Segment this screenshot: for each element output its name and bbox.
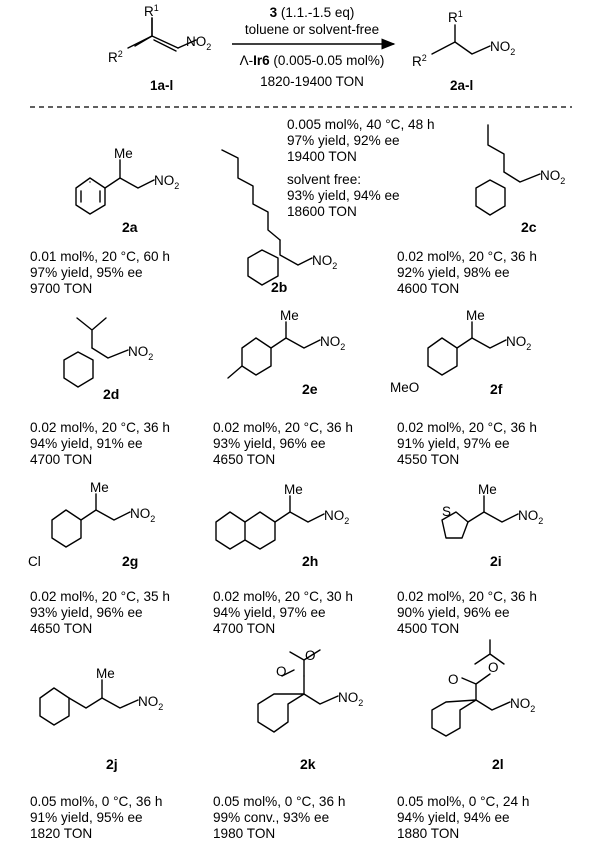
no2-label: NO2	[506, 334, 531, 352]
me-label: Me	[114, 146, 133, 161]
structure-2h: Me NO2	[215, 482, 349, 550]
no2-label: NO2	[518, 508, 543, 526]
substrate-structure: R1 R2 NO2 1a-l	[108, 3, 211, 93]
cl-label: Cl	[28, 554, 41, 569]
compound-label-2g: 2g	[122, 553, 139, 569]
structure-2b: NO2	[221, 149, 337, 286]
no2-label: NO2	[510, 696, 535, 714]
compound-label-2j: 2j	[106, 756, 118, 772]
structure-2d: NO2	[63, 317, 153, 388]
structure-2g: Me NO2 Cl	[28, 480, 155, 569]
no2-label: NO2	[540, 168, 565, 186]
no2-label: NO2	[320, 334, 345, 352]
no2-label: NO2	[128, 344, 153, 362]
structure-2j: Me NO2	[39, 666, 163, 726]
no2-label: NO2	[130, 506, 155, 524]
compound-label-2b: 2b	[271, 279, 288, 295]
compound-label-2a: 2a	[122, 219, 138, 235]
structure-2c: NO2	[475, 124, 565, 216]
reaction-conditions: 3 (1.1.-1.5 eq) toluene or solvent-free …	[232, 5, 396, 89]
structure-2f: Me NO2 MeO	[390, 308, 531, 395]
compound-label-2h: 2h	[302, 553, 319, 569]
me-label: Me	[466, 308, 485, 323]
product-label: 2a-l	[450, 78, 473, 93]
solvent-condition: toluene or solvent-free	[245, 22, 379, 37]
compound-label-2d: 2d	[103, 386, 120, 402]
no2-label: NO2	[324, 508, 349, 526]
catalyst-condition: Λ-Ir6 (0.005-0.05 mol%)	[240, 53, 385, 68]
structure-2a: Me NO2	[75, 146, 179, 215]
o-label: O	[488, 660, 499, 675]
s-label: S	[442, 504, 451, 519]
substrate-no2-label: NO2	[186, 34, 211, 52]
product-structure: R1 R2 NO2 2a-l	[412, 9, 515, 93]
ton-condition: 1820-19400 TON	[260, 74, 364, 89]
me-label: Me	[280, 308, 299, 323]
structure-2i: S Me NO2	[441, 482, 543, 539]
me-label: Me	[96, 666, 115, 681]
me-label: Me	[478, 482, 497, 497]
meo-label: MeO	[390, 380, 419, 395]
structure-2k: O O NO2	[257, 648, 363, 733]
compound-label-2k: 2k	[300, 756, 316, 772]
o-label: O	[305, 648, 316, 663]
substrate-r1-label: R1	[144, 3, 159, 19]
compound-label-2c: 2c	[521, 219, 537, 235]
no2-label: NO2	[312, 253, 337, 271]
o-label: O	[276, 664, 287, 679]
reagent-condition: 3 (1.1.-1.5 eq)	[270, 5, 355, 20]
compound-label-2l: 2l	[492, 756, 504, 772]
compound-label-2i: 2i	[490, 553, 502, 569]
substrate-label: 1a-l	[150, 78, 173, 93]
compound-label-2e: 2e	[302, 381, 318, 397]
substrate-r2-label: R2	[108, 49, 123, 65]
o-label: O	[448, 672, 459, 687]
product-no2-label: NO2	[490, 39, 515, 57]
compound-label-2f: 2f	[490, 381, 503, 397]
structure-2l: O O NO2	[431, 639, 535, 737]
me-label: Me	[284, 482, 303, 497]
product-r2-label: R2	[412, 53, 427, 69]
me-label: Me	[90, 480, 109, 495]
product-r1-label: R1	[448, 9, 463, 25]
no2-label: NO2	[138, 694, 163, 712]
no2-label: NO2	[154, 173, 179, 191]
no2-label: NO2	[338, 690, 363, 708]
structure-2e: Me NO2	[227, 308, 345, 379]
